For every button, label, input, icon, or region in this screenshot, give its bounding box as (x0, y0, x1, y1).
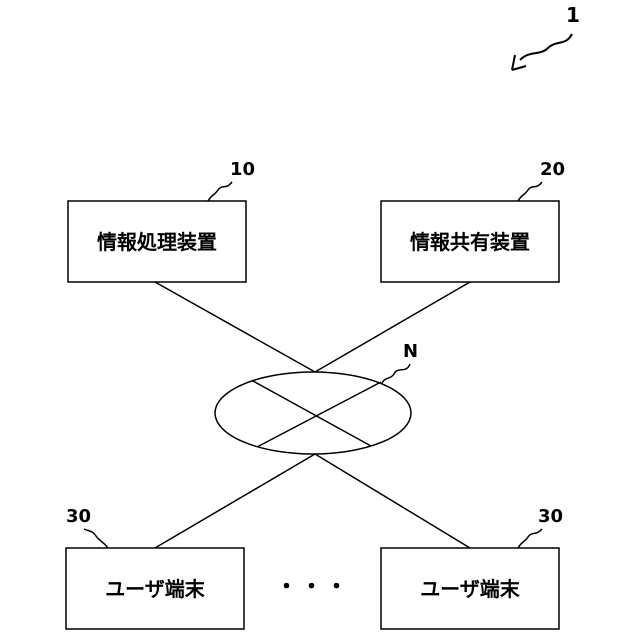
info-sharing-device: 情報共有装置 (381, 201, 559, 282)
network-ellipse (215, 372, 411, 454)
system-ref-leader (520, 34, 572, 60)
system-ref-label: 1 (566, 3, 580, 27)
info-processing-device: 情報処理装置 (68, 201, 246, 282)
link-info-sharing-to-network (315, 282, 470, 372)
terminal-ellipsis: ・・・ (275, 575, 350, 600)
link-info-processing-to-network (155, 282, 315, 372)
user-terminal-right-ref-leader (518, 529, 542, 548)
link-network-to-user-terminal-right (315, 454, 470, 548)
user-terminal-left-ref-leader (84, 529, 108, 548)
link-network-to-user-terminal-left (155, 454, 315, 548)
network-node (215, 372, 411, 454)
network-ref-leader (382, 364, 410, 383)
info-processing-ref-label: 10 (230, 159, 255, 180)
info-sharing-label: 情報共有装置 (410, 230, 530, 254)
user-terminal-right-label: ユーザ端末 (420, 577, 521, 601)
user-terminal-right-ref-label: 30 (538, 506, 563, 527)
info-sharing-ref-leader (518, 182, 542, 201)
user-terminal-left-label: ユーザ端末 (105, 577, 206, 601)
info-processing-ref-leader (208, 182, 232, 201)
info-sharing-ref-label: 20 (540, 159, 565, 180)
info-processing-label: 情報処理装置 (97, 230, 217, 254)
user-terminal-right: ユーザ端末 (381, 548, 559, 629)
network-ref-label: N (403, 341, 418, 362)
user-terminal-left-ref-label: 30 (66, 506, 91, 527)
user-terminal-left: ユーザ端末 (66, 548, 244, 629)
